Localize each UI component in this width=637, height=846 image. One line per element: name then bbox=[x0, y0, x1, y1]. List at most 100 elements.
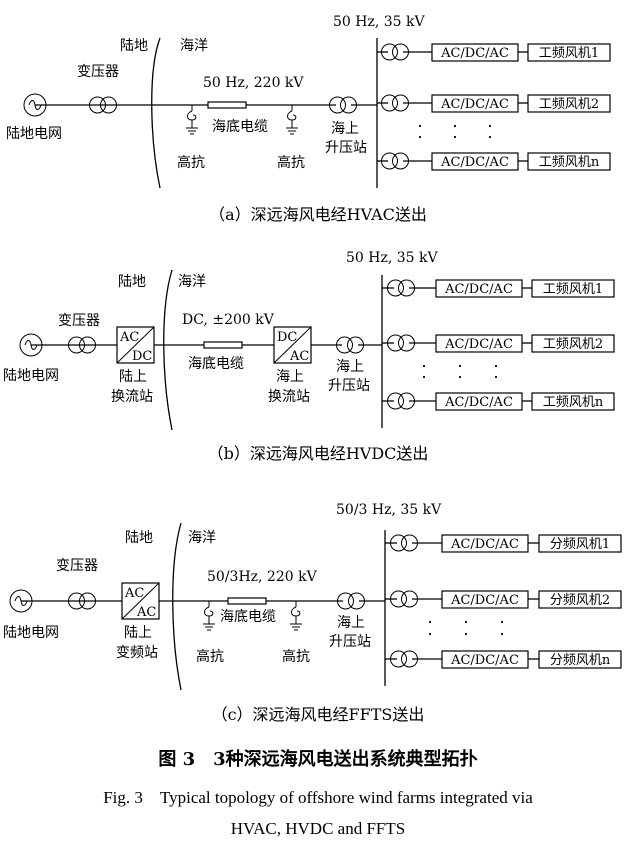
label-offshore-conv-line2: 换流站 bbox=[268, 388, 310, 405]
submarine-cable-icon bbox=[203, 341, 243, 349]
submarine-cable-icon bbox=[207, 101, 247, 109]
turbine-label-n: 工频风机n bbox=[539, 155, 600, 170]
turbine-branch-2 bbox=[385, 590, 622, 609]
turbine-label-1: 分频风机1 bbox=[550, 537, 610, 552]
label-grid: 陆地电网 bbox=[3, 625, 59, 641]
converter-label: AC/DC/AC bbox=[450, 537, 519, 552]
label-cable-rating: 50 Hz, 220 kV bbox=[203, 75, 304, 91]
label-sea: 海洋 bbox=[188, 530, 216, 546]
label-land: 陆地 bbox=[120, 38, 148, 54]
turbine-box bbox=[527, 43, 611, 62]
label-transformer: 变压器 bbox=[56, 558, 98, 574]
label-transformer: 变压器 bbox=[58, 313, 100, 329]
panel-a: 陆地 海洋 变压器 陆地电网 50 Hz, 220 kV 海底电缆 高抗 高抗 … bbox=[6, 14, 611, 224]
label-cable: 海底电缆 bbox=[188, 356, 244, 372]
caption-c: （c）深远海风电经FFTS送出 bbox=[212, 705, 425, 724]
converter-label: AC/DC/AC bbox=[440, 97, 509, 112]
turbine-box bbox=[538, 534, 622, 553]
coastline-divider bbox=[151, 37, 161, 189]
label-reactor-2: 高抗 bbox=[277, 154, 305, 171]
label-station-line1: 海上 bbox=[331, 121, 359, 137]
conv-bottom-label: DC bbox=[132, 349, 152, 364]
label-station-line2: 升压站 bbox=[329, 634, 371, 650]
turbine-label-2: 工频风机2 bbox=[543, 337, 603, 352]
label-cable: 海底电缆 bbox=[220, 609, 276, 625]
turbine-branch-n bbox=[382, 392, 615, 411]
coastline-divider bbox=[163, 269, 173, 431]
conv-top-label: AC bbox=[124, 586, 144, 601]
turbine-box bbox=[538, 650, 622, 669]
caption-b: （b）深远海风电经HVDC送出 bbox=[208, 444, 429, 463]
label-onshore-station-line1: 陆上 bbox=[119, 369, 147, 385]
coastline-divider bbox=[172, 522, 182, 691]
label-collector-rating: 50 Hz, 35 kV bbox=[346, 250, 438, 266]
onshore-converter-station: AC DC bbox=[116, 326, 155, 364]
conv-top-label: DC bbox=[277, 330, 297, 345]
turbine-box bbox=[527, 94, 611, 113]
figure-title-en-line1: Fig. 3 Typical topology of offshore wind… bbox=[103, 788, 533, 807]
figure-title-cn: 图 3 3种深远海风电送出系统典型拓扑 bbox=[158, 748, 477, 770]
turbine-branch-1 bbox=[385, 534, 622, 553]
turbine-label-n: 分频风机n bbox=[550, 653, 611, 668]
label-cable-rating: DC, ±200 kV bbox=[182, 312, 275, 328]
panel-b: AC DC DC AC bbox=[3, 250, 615, 463]
conv-bottom-label: AC bbox=[136, 605, 156, 620]
turbine-label-1: 工频风机1 bbox=[539, 46, 599, 61]
continuation-dots bbox=[422, 364, 498, 379]
turbine-box bbox=[531, 392, 615, 411]
continuation-dots bbox=[418, 124, 492, 139]
onshore-frequency-station: AC AC bbox=[121, 582, 160, 620]
label-freq-station-line1: 陆上 bbox=[124, 625, 152, 641]
label-land: 陆地 bbox=[125, 530, 153, 546]
reactor-icon-1 bbox=[185, 104, 199, 135]
conv-top-label: AC bbox=[119, 330, 139, 345]
converter-label: AC/DC/AC bbox=[450, 593, 519, 608]
label-reactor-2: 高抗 bbox=[282, 648, 310, 665]
label-freq-station-line2: 变频站 bbox=[116, 645, 158, 661]
label-sea: 海洋 bbox=[180, 38, 208, 54]
label-grid: 陆地电网 bbox=[3, 368, 59, 384]
submarine-cable-icon bbox=[227, 597, 267, 605]
turbine-branch-2 bbox=[382, 334, 615, 353]
converter-label: AC/DC/AC bbox=[440, 46, 509, 61]
turbine-label-2: 分频风机2 bbox=[550, 593, 610, 608]
label-cable: 海底电缆 bbox=[212, 119, 268, 135]
reactor-icon-2 bbox=[289, 600, 303, 631]
label-grid: 陆地电网 bbox=[6, 126, 62, 142]
turbine-branch-n bbox=[385, 650, 622, 669]
label-station-line1: 海上 bbox=[337, 615, 365, 631]
turbine-box bbox=[538, 590, 622, 609]
label-sea: 海洋 bbox=[178, 274, 206, 290]
label-land: 陆地 bbox=[118, 274, 146, 290]
conv-bottom-label: AC bbox=[289, 349, 309, 364]
converter-label: AC/DC/AC bbox=[450, 653, 519, 668]
turbine-box bbox=[531, 279, 615, 298]
turbine-box bbox=[531, 334, 615, 353]
label-reactor-1: 高抗 bbox=[177, 154, 205, 171]
panel-c: AC AC bbox=[3, 502, 622, 724]
converter-label: AC/DC/AC bbox=[440, 155, 509, 170]
turbine-label-2: 工频风机2 bbox=[539, 97, 599, 112]
converter-label: AC/DC/AC bbox=[444, 282, 513, 297]
figure-title-en-line2: HVAC, HVDC and FFTS bbox=[231, 819, 405, 838]
turbine-branch-1 bbox=[377, 43, 611, 62]
label-station-line2: 升压站 bbox=[325, 140, 367, 156]
figure-title: 图 3 3种深远海风电送出系统典型拓扑 Fig. 3 Typical topol… bbox=[103, 748, 533, 838]
label-reactor-1: 高抗 bbox=[196, 648, 224, 665]
label-cable-rating: 50/3Hz, 220 kV bbox=[207, 569, 318, 585]
reactor-icon-1 bbox=[202, 600, 216, 631]
converter-label: AC/DC/AC bbox=[444, 337, 513, 352]
label-offshore-conv-line1: 海上 bbox=[276, 369, 304, 385]
turbine-label-n: 工频风机n bbox=[543, 395, 604, 410]
label-collector-rating: 50/3 Hz, 35 kV bbox=[336, 502, 442, 518]
reactor-icon-2 bbox=[285, 104, 299, 135]
label-collector-rating: 50 Hz, 35 kV bbox=[333, 14, 425, 30]
label-onshore-station-line2: 换流站 bbox=[111, 388, 153, 405]
turbine-branch-n bbox=[377, 152, 611, 171]
label-station-line1: 海上 bbox=[336, 359, 364, 375]
turbine-branch-1 bbox=[382, 279, 615, 298]
label-transformer: 变压器 bbox=[77, 64, 119, 80]
turbine-label-1: 工频风机1 bbox=[543, 282, 603, 297]
continuation-dots bbox=[428, 620, 504, 636]
